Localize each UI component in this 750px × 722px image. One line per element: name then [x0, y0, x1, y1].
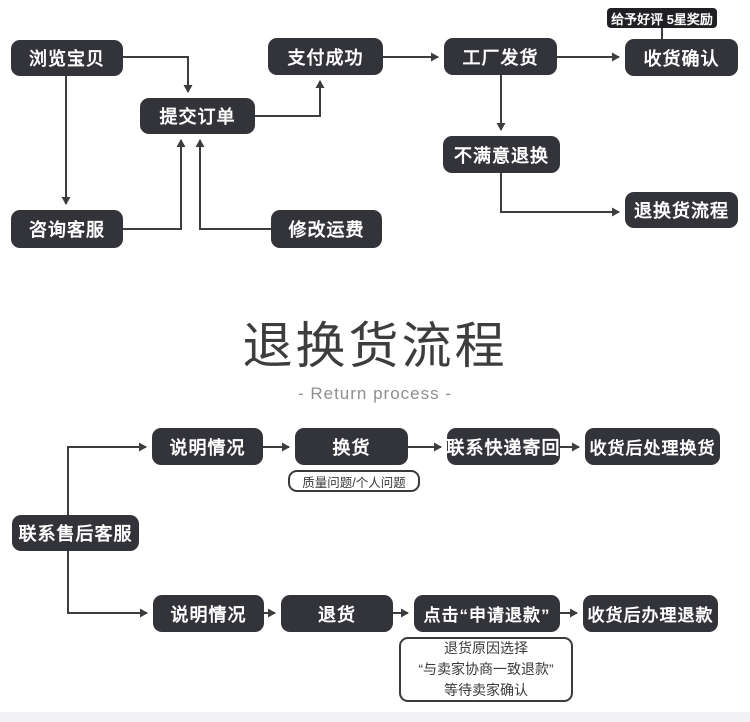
node-explain-situation-1: 说明情况 — [152, 428, 263, 465]
node-factory-ship: 工厂发货 — [444, 38, 557, 75]
connector-modify-to-submit — [195, 139, 271, 230]
node-exchange-goods: 换货 — [295, 428, 408, 465]
node-contact-after-sales: 联系售后客服 — [12, 515, 139, 551]
node-handle-refund: 收货后办理退款 — [583, 595, 718, 632]
node-browse-item: 浏览宝贝 — [11, 40, 123, 76]
node-unsatisfied-return: 不满意退换 — [443, 136, 560, 173]
note-line-1: 退货原因选择 — [444, 640, 528, 656]
section-title-block: 退换货流程 - Return process - — [0, 306, 750, 404]
note-refund-reason: 退货原因选择 “与卖家协商一致退款” 等待卖家确认 — [399, 637, 573, 702]
tag-five-star-reward: 给予好评 5星奖励 — [607, 8, 717, 28]
node-click-apply-refund: 点击“申请退款” — [414, 595, 560, 632]
footer-strip — [0, 712, 750, 722]
connector-submit-to-payment — [255, 80, 325, 117]
node-courier-send-back: 联系快递寄回 — [447, 428, 560, 465]
connector-browse-to-submit — [123, 56, 193, 93]
note-line-2: “与卖家协商一致退款” — [418, 661, 554, 677]
node-receipt-confirm: 收货确认 — [625, 39, 738, 76]
section-subtitle: - Return process - — [297, 384, 453, 403]
node-return-process: 退换货流程 — [625, 192, 738, 228]
connector-unsatisfied-to-returnprocess — [500, 173, 620, 217]
connector-contact-to-explain2 — [67, 551, 148, 618]
tag-issue-type: 质量问题/个人问题 — [288, 470, 420, 492]
node-submit-order: 提交订单 — [140, 98, 255, 134]
node-consult-service: 咨询客服 — [11, 210, 123, 248]
connector-consult-to-submit — [123, 139, 186, 230]
node-modify-shipping: 修改运费 — [271, 210, 382, 248]
node-return-goods: 退货 — [281, 595, 393, 632]
node-payment-success: 支付成功 — [268, 38, 383, 75]
section-title: 退换货流程 — [242, 318, 508, 374]
node-explain-situation-2: 说明情况 — [153, 595, 264, 632]
note-line-3: 等待卖家确认 — [444, 682, 528, 698]
node-handle-exchange: 收货后处理换货 — [585, 428, 720, 465]
connector-contact-to-explain1 — [67, 442, 147, 515]
